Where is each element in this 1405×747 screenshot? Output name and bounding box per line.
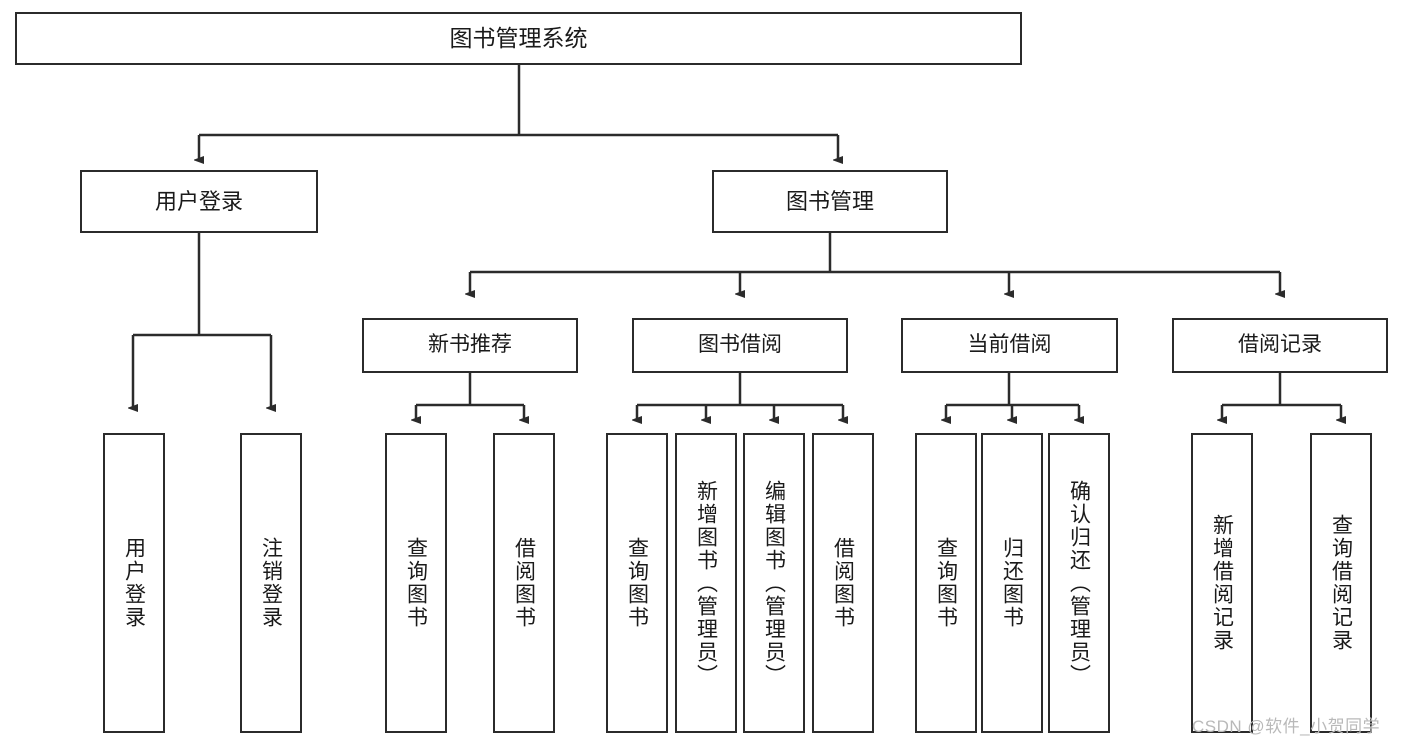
node-root-system[interactable]: 图书管理系统 <box>15 12 1022 65</box>
node-label: 借阅图书 <box>831 537 855 629</box>
node-user-login[interactable]: 用户登录 <box>80 170 318 233</box>
node-label: 查询图书 <box>404 537 428 629</box>
node-label: 查询借阅记录 <box>1329 514 1353 652</box>
node-label: 图书借阅 <box>698 333 782 357</box>
leaf-borrow-borrow-book[interactable]: 借阅图书 <box>812 433 874 733</box>
node-current-borrow[interactable]: 当前借阅 <box>901 318 1118 373</box>
node-label: 查询图书 <box>934 537 958 629</box>
leaf-recommend-borrow-book[interactable]: 借阅图书 <box>493 433 555 733</box>
node-label: 确认归还（管理员） <box>1067 479 1091 687</box>
node-book-management[interactable]: 图书管理 <box>712 170 948 233</box>
leaf-current-confirm-return-admin[interactable]: 确认归还（管理员） <box>1048 433 1110 733</box>
csdn-watermark: CSDN @软件_小贺同学 <box>1192 717 1381 736</box>
node-borrow-record[interactable]: 借阅记录 <box>1172 318 1388 373</box>
node-label: 查询图书 <box>625 537 649 629</box>
node-label: 注销登录 <box>259 537 283 629</box>
leaf-user-login-logout[interactable]: 注销登录 <box>240 433 302 733</box>
node-label: 归还图书 <box>1000 537 1024 629</box>
leaf-borrow-query-book[interactable]: 查询图书 <box>606 433 668 733</box>
node-label: 编辑图书（管理员） <box>762 479 786 687</box>
node-label: 用户登录 <box>122 537 146 629</box>
node-label: 借阅记录 <box>1238 333 1322 357</box>
node-label: 图书管理系统 <box>449 24 588 51</box>
leaf-user-login-login[interactable]: 用户登录 <box>103 433 165 733</box>
leaf-borrow-add-book-admin[interactable]: 新增图书（管理员） <box>675 433 737 733</box>
leaf-borrow-edit-book-admin[interactable]: 编辑图书（管理员） <box>743 433 805 733</box>
node-label: 用户登录 <box>154 188 243 214</box>
node-book-borrow[interactable]: 图书借阅 <box>632 318 848 373</box>
node-label: 新增借阅记录 <box>1210 514 1234 652</box>
node-label: 新增图书（管理员） <box>694 479 718 687</box>
leaf-recommend-query-book[interactable]: 查询图书 <box>385 433 447 733</box>
leaf-record-add-record[interactable]: 新增借阅记录 <box>1191 433 1253 733</box>
leaf-current-return-book[interactable]: 归还图书 <box>981 433 1043 733</box>
node-label: 当前借阅 <box>967 333 1052 357</box>
node-new-book-recommend[interactable]: 新书推荐 <box>362 318 578 373</box>
node-label: 借阅图书 <box>512 537 536 629</box>
leaf-current-query-book[interactable]: 查询图书 <box>915 433 977 733</box>
node-label: 新书推荐 <box>428 333 512 357</box>
leaf-record-query-record[interactable]: 查询借阅记录 <box>1310 433 1372 733</box>
node-label: 图书管理 <box>785 188 874 214</box>
